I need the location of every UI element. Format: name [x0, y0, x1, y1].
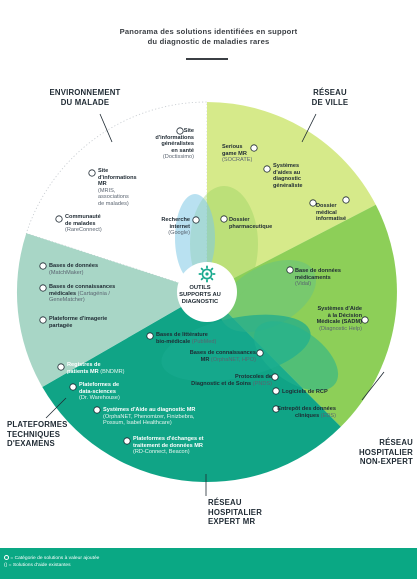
item-data-sciences: Plateformes de data-sciences (Dr. Wareho…: [79, 382, 120, 402]
connector-non-expert: [361, 371, 385, 401]
item-site-generalistes: Site d'informations généralistes en sant…: [155, 128, 194, 161]
item-dossier-pharma: Dossier pharmaceutique: [229, 217, 273, 230]
item-entrepot: Entrepôt des données cliniques (EDS): [277, 406, 336, 419]
hub-circle: [177, 262, 237, 322]
value-markers: [39, 127, 369, 445]
legend-line-value: = Catégorie de solutions à valeur ajouté…: [4, 555, 99, 562]
item-serious-game: Serious game MR (SOCRATE): [222, 144, 253, 164]
lobe-clinique: [253, 321, 339, 391]
lobe-medicaments: [219, 259, 317, 333]
item-dossier-medical: Dossier médical informatisé: [316, 203, 347, 223]
connector-plateformes: [45, 397, 67, 419]
sector-title-ville: RÉSEAU DE VILLE: [311, 88, 349, 107]
item-echanges: Plateformes d'échanges et traitement de …: [133, 436, 204, 456]
title-line-2: du diagnostic de maladies rares: [147, 37, 270, 46]
item-imagerie: Plateforme d'imagerie partagée: [49, 316, 108, 329]
gear-icon: [198, 265, 216, 283]
hub-label: OUTILS SUPPORTS AU DIAGNOSTIC: [179, 285, 221, 305]
item-sadm: Systèmes d'Aide à la Décision Médicale (…: [316, 306, 362, 332]
item-site-mr: Site d'informations MR (MRIS, associatio…: [98, 168, 137, 207]
sector-title-non-expert: RÉSEAU HOSPITALIER NON-EXPERT: [358, 438, 413, 466]
connector-ville: [301, 113, 317, 143]
sector-non-expert: [207, 204, 397, 427]
item-recherche: Recherche internet (Google): [161, 217, 190, 237]
item-connaissances-plateformes: Bases de connaissances médicales (Cartag…: [49, 284, 116, 304]
connector-environnement: [99, 113, 113, 143]
item-bdd-medicaments: Base de données médicaments (Vidal): [295, 268, 342, 288]
title-divider: [186, 58, 228, 60]
sector-title-expert: RÉSEAU HOSPITALIER EXPERT MR: [208, 498, 263, 526]
item-bdd-plateformes: Bases de données (MatchMaker): [49, 263, 99, 276]
item-litterature: Bases de littérature bio-médicale (PubMe…: [156, 332, 217, 345]
sector-plateformes: [16, 233, 208, 387]
item-communaute: Communauté de malades (RareConnect): [65, 214, 102, 234]
item-rcp: Logiciels de RCP: [282, 389, 328, 395]
sector-ville: [207, 102, 376, 292]
item-connaissances-mr: Bases de connaissances MR (OrphaNET, HPO…: [189, 350, 256, 363]
sector-title-plateformes: PLATEFORMES TECHNIQUES D'EXAMENS: [7, 420, 68, 448]
legend-line-existing: () = Solutions d'aide existantes: [4, 563, 71, 568]
sector-title-environnement: ENVIRONNEMENT DU MALADE: [49, 88, 121, 107]
item-systemes-generaliste: Systèmes d'aides au diagnostic généralis…: [273, 163, 303, 189]
sector-environnement: [25, 101, 208, 293]
legend-footer: = Catégorie de solutions à valeur ajouté…: [0, 548, 417, 579]
sector-expert: [42, 292, 341, 483]
item-sad-mr: Systèmes d'Aide au diagnostic MR (OrphaN…: [103, 407, 196, 427]
item-protocoles: Protocoles de Diagnostic et de Soins (PN…: [191, 374, 272, 387]
item-registres: Registres de patients MR (BNDMR): [67, 362, 125, 375]
legend-value-icon: [4, 555, 9, 560]
title-line-1: Panorama des solutions identifiées en su…: [119, 27, 298, 36]
lobe-internet: [175, 194, 215, 282]
page-title: Panorama des solutions identifiées en su…: [0, 27, 417, 47]
